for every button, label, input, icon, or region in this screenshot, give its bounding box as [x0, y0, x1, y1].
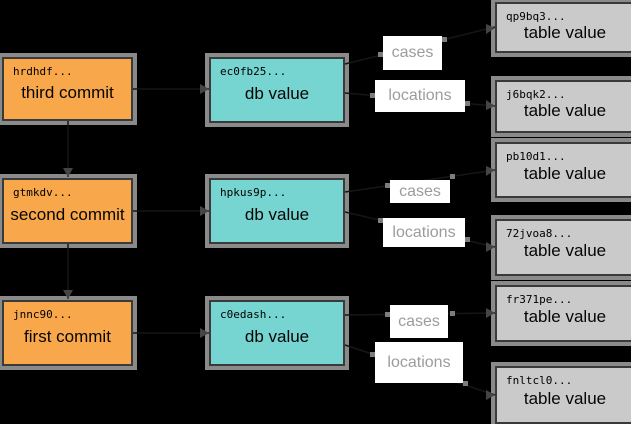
- edge-label-cases-1: cases: [383, 36, 442, 70]
- table-label: table value: [523, 241, 607, 260]
- table-hash: fr371pe...: [506, 293, 573, 306]
- table-label: table value: [523, 388, 607, 408]
- edge-label-locations-3: locations: [375, 342, 463, 383]
- edge-label-cases-3: cases: [390, 305, 448, 338]
- db-value-node-2: hpkus9p... db value: [209, 178, 345, 244]
- table-label: table value: [523, 101, 607, 120]
- table-hash: qp9bq3...: [506, 10, 566, 23]
- table-label: table value: [523, 23, 607, 42]
- db-hash: ec0fb25...: [220, 65, 287, 78]
- db-label: db value: [244, 204, 310, 224]
- edge-third-to-second-commit: [63, 121, 73, 177]
- commit-node-second: gtmkdv... second commit: [2, 178, 133, 244]
- edge-third-commit-to-db: [133, 84, 209, 94]
- edge-second-to-first-commit: [63, 244, 73, 299]
- table-value-node-1: qp9bq3... table value: [495, 2, 631, 53]
- db-label: db value: [244, 83, 310, 103]
- db-value-node-1: ec0fb25... db value: [209, 57, 345, 123]
- edge-label-cases-2: cases: [390, 180, 450, 203]
- commit-hash: hrdhdf...: [13, 65, 73, 78]
- db-hash: hpkus9p...: [220, 186, 287, 199]
- commit-label: third commit: [21, 82, 114, 102]
- edge-label-locations-1: locations: [375, 80, 465, 112]
- edge-label-locations-2: locations: [383, 218, 465, 247]
- table-hash: j6bqk2...: [506, 88, 566, 101]
- edge-second-commit-to-db: [133, 206, 209, 216]
- table-value-node-4: 72jvoa8... table value: [495, 219, 631, 276]
- table-hash: pb10d1...: [506, 150, 566, 163]
- db-label: db value: [244, 326, 310, 346]
- commit-hash: jnnc90...: [13, 308, 73, 321]
- db-value-node-3: c0edash... db value: [209, 300, 345, 366]
- commit-node-first: jnnc90... first commit: [2, 300, 133, 366]
- table-value-node-3: pb10d1... table value: [495, 142, 631, 198]
- commit-label: first commit: [24, 326, 111, 346]
- table-label: table value: [523, 163, 607, 183]
- commit-hash: gtmkdv...: [13, 186, 73, 199]
- table-hash: 72jvoa8...: [506, 227, 573, 240]
- commit-node-third: hrdhdf... third commit: [2, 57, 133, 121]
- table-value-node-2: j6bqk2... table value: [495, 80, 631, 133]
- commit-label: second commit: [10, 204, 125, 224]
- table-hash: fnltcl0...: [506, 374, 573, 387]
- db-hash: c0edash...: [220, 308, 287, 321]
- table-value-node-6: fnltcl0... table value: [495, 366, 631, 424]
- table-value-node-5: fr371pe... table value: [495, 285, 631, 342]
- table-label: table value: [523, 307, 607, 326]
- edge-first-commit-to-db: [133, 328, 209, 338]
